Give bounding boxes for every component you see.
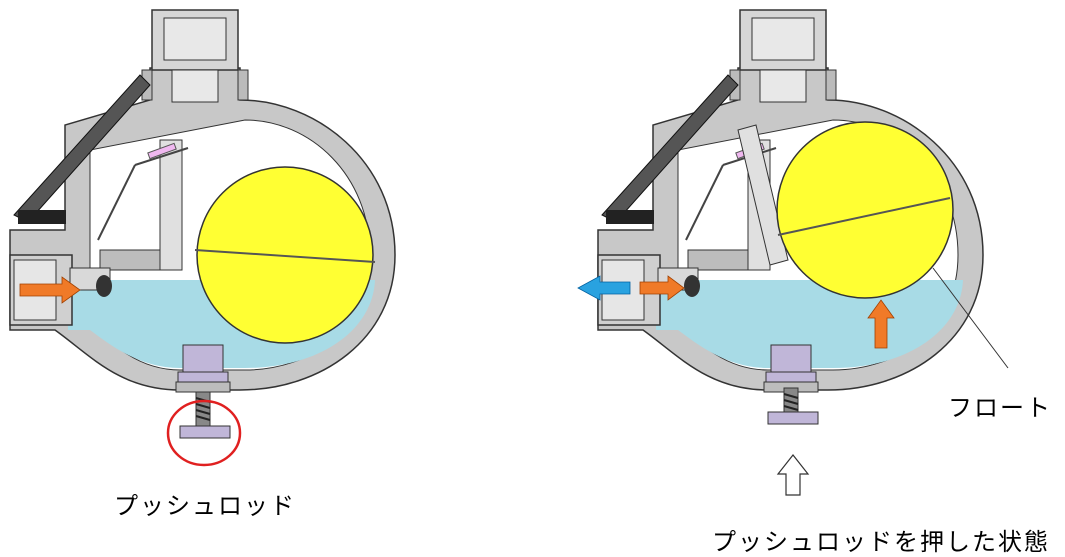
trap-right-assembly: [577, 9, 1009, 496]
float-pointer-line: [932, 267, 1009, 369]
push-rod-right: [767, 387, 819, 425]
float-rise-arrow: [867, 299, 895, 349]
push-rod-highlight-circle: [166, 399, 242, 467]
float-label: フロート: [948, 394, 1052, 422]
left-caption: プッシュロッド: [114, 492, 296, 520]
trap-left-assembly: [9, 9, 396, 467]
push-rod-left: [179, 391, 231, 439]
discharge-arrow-blue: [577, 275, 631, 301]
float-right: [776, 121, 954, 299]
right-caption: プッシュロッドを押した状態: [712, 528, 1050, 556]
push-up-arrow: [776, 454, 810, 496]
outflow-arrow-left: [19, 276, 81, 304]
outflow-arrow-orange: [639, 275, 685, 301]
